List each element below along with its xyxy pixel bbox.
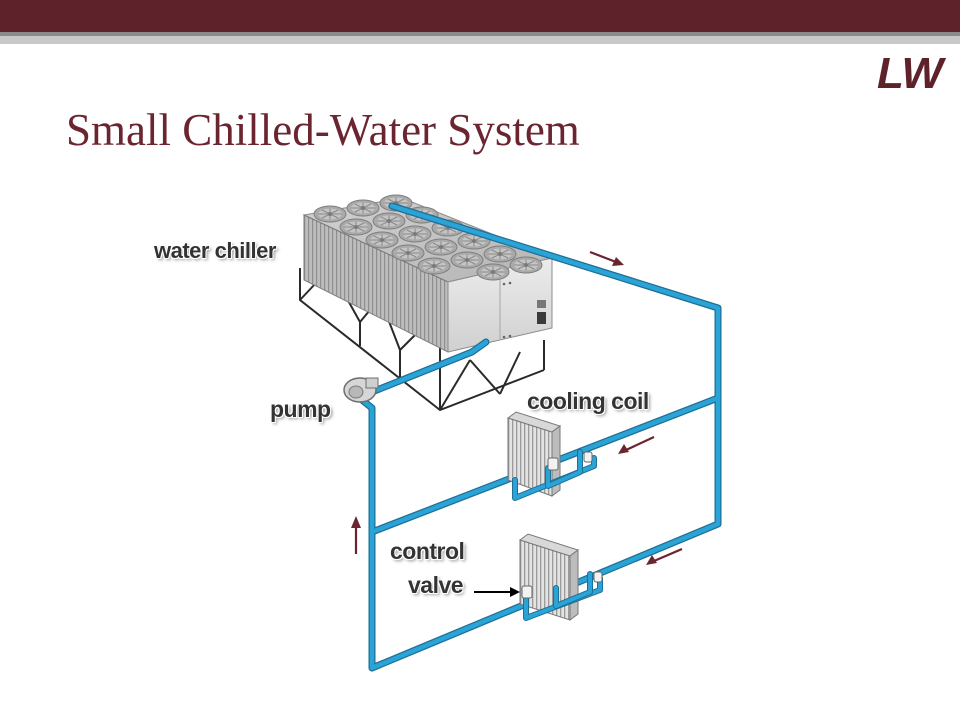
label-pump: pump <box>270 396 331 422</box>
flow-arrows <box>351 250 683 565</box>
label-cooling-coil: cooling coil <box>527 388 649 414</box>
slide-title: Small Chilled-Water System <box>66 105 580 155</box>
flow-arrow-top <box>589 250 624 266</box>
flow-arrow-upper-coil <box>618 436 655 454</box>
water-chiller-unit <box>302 194 554 353</box>
lower-control-valve <box>521 585 533 599</box>
control-valve-pointer <box>474 587 520 597</box>
label-valve: valve <box>408 572 464 598</box>
lower-cooling-coil <box>518 533 603 621</box>
flow-arrow-lower-coil <box>646 547 683 565</box>
logo-text: LW <box>877 50 946 92</box>
upper-control-valve <box>547 457 559 471</box>
lw-logo: LW <box>877 50 946 92</box>
flow-arrow-return <box>351 516 361 554</box>
upper-cooling-coil <box>506 411 597 501</box>
pump <box>343 377 379 403</box>
top-brand-bar <box>0 0 960 32</box>
top-divider-dark <box>0 32 960 36</box>
label-water-chiller: water chiller <box>154 238 276 263</box>
top-divider-light <box>0 36 960 44</box>
label-control: control <box>390 538 465 564</box>
